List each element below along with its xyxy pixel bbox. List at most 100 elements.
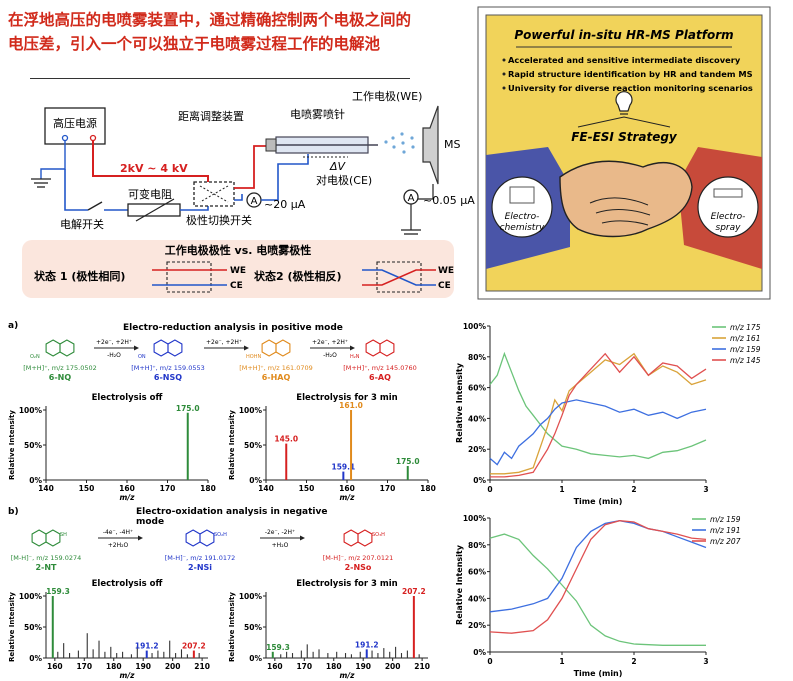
molecule-6-NQ	[59, 339, 75, 357]
y-tick-label: 80%	[468, 353, 486, 362]
x-tick-label: 200	[385, 662, 401, 671]
substituent-label: SO₃H	[372, 532, 385, 538]
ion-label: [M+H]⁺, m/z 161.0709	[239, 364, 313, 372]
poster-bullet-3: University for diverse reaction monitori…	[508, 83, 753, 93]
molecule-6-HAQ	[261, 339, 277, 357]
series-line	[490, 352, 707, 478]
current-1-label: ~20 μA	[264, 198, 306, 211]
fe-esi-poster: Powerful in-situ HR-MS Platform Accelera…	[477, 6, 771, 300]
molecule-2-NSo	[357, 529, 373, 547]
x-tick-label: 160	[267, 662, 283, 671]
x-tick-label: 180	[326, 662, 342, 671]
x-tick-label: 160	[47, 662, 63, 671]
compound-name: 6-NQ	[49, 373, 72, 382]
electrochemistry-badge	[491, 176, 553, 238]
reduction-scheme: a) Electro-reduction analysis in positiv…	[8, 321, 417, 382]
molecule-2-NSo	[343, 529, 359, 547]
chart-title: Electrolysis off	[92, 579, 163, 589]
svg-text:Electro-: Electro-	[711, 212, 746, 222]
ion-label: [M+H]⁺, m/z 159.0553	[131, 364, 205, 372]
y-tick-label: 100%	[19, 406, 43, 415]
y-tick-label: 100%	[239, 592, 263, 601]
electrolysis-switch	[87, 201, 103, 211]
lightbulb-icon	[615, 91, 633, 112]
x-tick-label: 150	[299, 484, 315, 493]
panel-a-title: Electro-reduction analysis in positive m…	[123, 323, 343, 333]
legend-label: m/z 191	[710, 526, 740, 535]
we-label: 工作电极(WE)	[352, 89, 422, 103]
y-tick-label: 0%	[473, 648, 486, 657]
peak-label: 175.0	[176, 404, 200, 413]
polarity-legend: 工作电极极性 vs. 电喷雾极性 状态 1 (极性相同) WE CE 状态2 (…	[22, 240, 454, 298]
x-tick-label: 190	[135, 662, 151, 671]
x-tick-label: 3	[703, 657, 708, 666]
molecule-6-NSQ	[167, 339, 183, 357]
substituent-label: ON	[138, 354, 146, 360]
molecule-6-NQ	[45, 339, 61, 357]
distance-adjust-label: 距离调整装置	[178, 109, 244, 123]
x-axis-label: m/z	[120, 493, 136, 502]
arrow-top-label: +2e⁻, +2H⁺	[96, 339, 132, 346]
compound-name: 6-HAQ	[262, 373, 291, 382]
molecule-2-NT	[45, 529, 61, 547]
arrow-top-label: -4e⁻, -4H⁺	[103, 529, 133, 536]
svg-text:A: A	[251, 196, 258, 207]
x-tick-label: 1	[559, 657, 564, 666]
state-1-we: WE	[230, 266, 246, 276]
current-2-label: ~0.05 μA	[423, 194, 475, 207]
y-tick-label: 40%	[468, 414, 486, 423]
series-line	[489, 520, 707, 613]
x-axis-label: Time (min)	[574, 497, 623, 506]
x-tick-label: 190	[355, 662, 371, 671]
molecule-6-HAQ	[275, 339, 291, 357]
svg-text:Electro-: Electro-	[505, 212, 540, 222]
delta-v-label: ΔV	[329, 160, 347, 173]
compound-name: 6-AQ	[369, 373, 391, 382]
headline-line-1: 在浮地高压的电喷雾装置中，通过精确控制两个电极之间的	[8, 11, 412, 29]
x-tick-label: 160	[339, 484, 355, 493]
substituent-label: HOHN	[246, 354, 261, 360]
y-tick-label: 0%	[473, 476, 486, 485]
panel-b-label: b)	[8, 507, 19, 517]
state-2-label: 状态2 (极性相反)	[254, 269, 342, 283]
poster-title: Powerful in-situ HR-MS Platform	[514, 28, 733, 42]
ms-inlet	[422, 105, 439, 185]
x-tick-label: 210	[194, 662, 210, 671]
headline: 在浮地高压的电喷雾装置中，通过精确控制两个电极之间的 电压差，引入一个可以独立于…	[8, 8, 453, 56]
molecule-6-NSQ	[153, 339, 169, 357]
substituent-label: O₂N	[30, 354, 40, 360]
y-axis-label: Relative Intensity	[455, 362, 464, 443]
y-tick-label: 0%	[249, 654, 262, 663]
y-tick-label: 100%	[239, 406, 263, 415]
arrow-top-label: -2e⁻, -2H⁺	[265, 529, 295, 536]
hv-supply-box	[44, 107, 106, 145]
legend-label: m/z 145	[730, 356, 761, 365]
legend-label: m/z 207	[710, 537, 741, 546]
peak-label: 207.2	[402, 587, 426, 596]
ce-label: 对电极(CE)	[316, 173, 372, 187]
series-line	[489, 351, 707, 460]
distance-adjust-block	[265, 138, 277, 152]
strategy-label: FE-ESI Strategy	[571, 130, 678, 144]
ion-label: [M+H]⁺, m/z 145.0760	[343, 364, 417, 372]
substituent-label: SO₂H	[214, 532, 227, 538]
arrow-bottom-label: -H₂O	[107, 352, 121, 359]
y-axis-label: Relative Intensity	[228, 592, 236, 662]
x-tick-label: 140	[38, 484, 54, 493]
legend-title: 工作电极极性 vs. 电喷雾极性	[165, 243, 312, 257]
oxidation-scheme: b) Electro-oxidation analysis in negativ…	[8, 507, 393, 572]
y-tick-label: 50%	[24, 441, 42, 450]
peak-label: 159.3	[46, 587, 70, 596]
y-tick-label: 100%	[19, 592, 43, 601]
y-tick-label: 50%	[244, 623, 262, 632]
ion-label: [M-H]⁻, m/z 159.0274	[11, 554, 82, 562]
x-tick-label: 180	[106, 662, 122, 671]
emitter-label: 电喷雾喷针	[290, 107, 345, 121]
y-axis-label: Relative Intensity	[8, 410, 16, 480]
y-tick-label: 50%	[244, 441, 262, 450]
legend-label: m/z 159	[710, 515, 741, 524]
arrow-bottom-label: -H₂O	[323, 352, 337, 359]
